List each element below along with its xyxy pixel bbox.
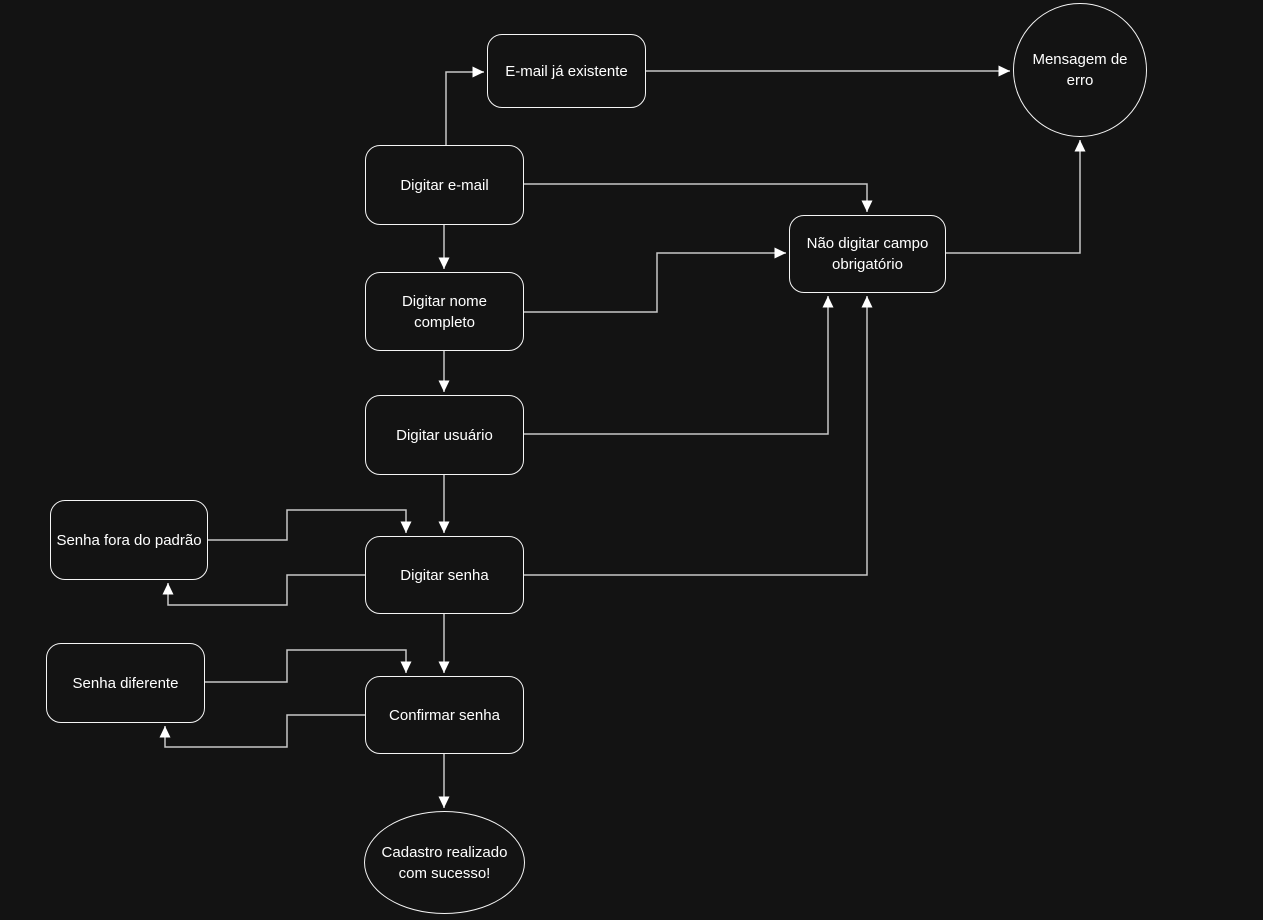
node-senha-diferente[interactable]: Senha diferente	[46, 643, 205, 723]
edge-digitar-senha-to-nao-digitar-campo-obrigatorio[interactable]	[524, 296, 873, 576]
node-digitar-nome-completo[interactable]: Digitar nome completo	[365, 272, 524, 351]
node-cadastro-realizado[interactable]: Cadastro realizado com sucesso!	[364, 811, 525, 914]
node-mensagem-de-erro[interactable]: Mensagem de erro	[1013, 3, 1147, 137]
node-label: Digitar nome completo	[401, 292, 488, 331]
node-label: Mensagem de erro	[1032, 51, 1128, 89]
node-senha-fora-do-padrao[interactable]: Senha fora do padrão	[50, 500, 208, 580]
edge-nao-digitar-campo-obrigatorio-to-mensagem-de-erro[interactable]	[946, 140, 1086, 254]
node-digitar-usuario[interactable]: Digitar usuário	[365, 395, 524, 475]
edge-digitar-nome-completo-to-nao-digitar-campo-obrigatorio[interactable]	[524, 247, 786, 313]
node-label: Digitar senha	[400, 566, 489, 584]
node-label: Senha fora do padrão	[56, 531, 202, 549]
node-digitar-email[interactable]: Digitar e-mail	[365, 145, 524, 225]
node-label: Confirmar senha	[389, 706, 500, 724]
node-label: Senha diferente	[72, 674, 179, 692]
edge-digitar-email-to-nao-digitar-campo-obrigatorio[interactable]	[524, 183, 873, 212]
edge-senha-diferente-to-confirmar-senha[interactable]	[205, 649, 412, 683]
node-label: Digitar e-mail	[400, 176, 489, 194]
node-label: Digitar usuário	[396, 426, 493, 444]
node-confirmar-senha[interactable]: Confirmar senha	[365, 676, 524, 754]
node-digitar-senha[interactable]: Digitar senha	[365, 536, 524, 614]
node-nao-digitar-campo-obrigatorio[interactable]: Não digitar campo obrigatório	[789, 215, 946, 293]
node-label: Cadastro realizado com sucesso!	[381, 843, 508, 882]
node-label: Não digitar campo obrigatório	[806, 235, 929, 273]
node-email-ja-existente[interactable]: E-mail já existente	[487, 34, 646, 108]
edge-digitar-senha-to-senha-fora-do-padrao[interactable]	[162, 574, 365, 606]
edge-confirmar-senha-to-senha-diferente[interactable]	[159, 714, 365, 748]
edge-digitar-usuario-to-nao-digitar-campo-obrigatorio[interactable]	[524, 296, 834, 435]
edge-senha-fora-do-padrao-to-digitar-senha[interactable]	[208, 509, 412, 541]
edge-digitar-email-to-email-ja-existente[interactable]	[445, 66, 484, 145]
node-label: E-mail já existente	[505, 62, 628, 80]
